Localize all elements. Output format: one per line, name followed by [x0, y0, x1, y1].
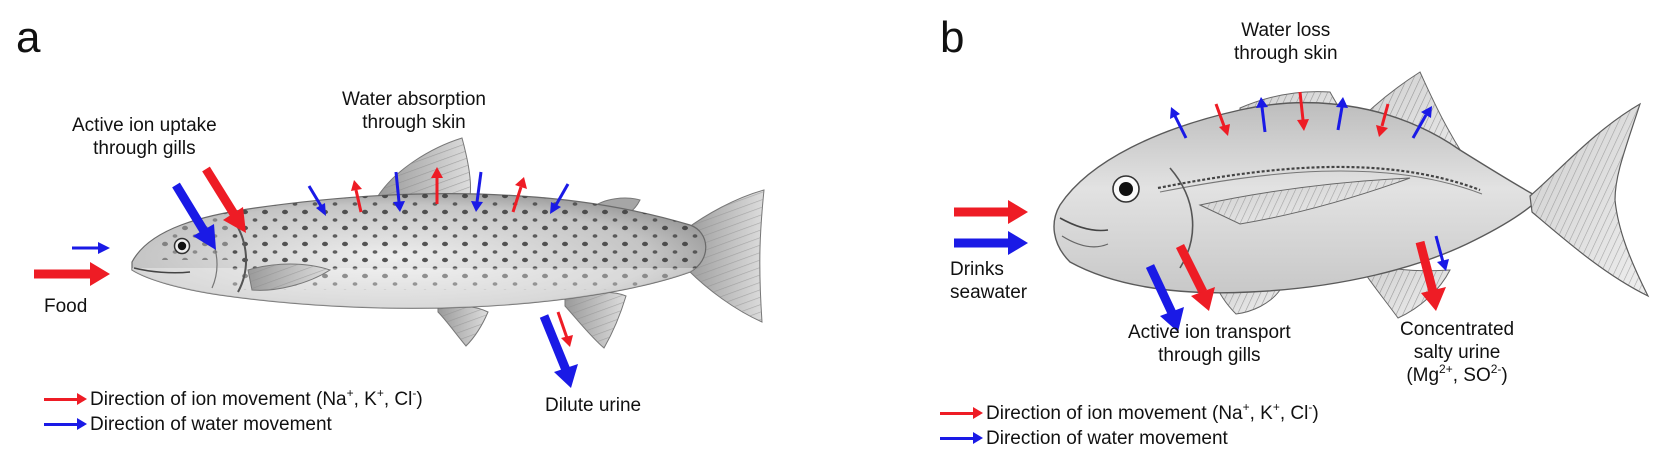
legend-water-row: Direction of water movement: [44, 412, 423, 437]
salty-urine-label: Concentrated salty urine (Mg2+, SO2-): [1400, 319, 1515, 386]
trevally-illustration: [1053, 71, 1650, 319]
ion-transport-label: Active ion transport through gills: [1128, 322, 1291, 366]
drinks-seawater-label: Drinks seawater: [950, 259, 1028, 303]
legend-water-text: Direction of water movement: [90, 413, 332, 435]
panel-a-legend: Direction of ion movement (Na+, K+, Cl-)…: [44, 387, 423, 437]
urine-ions: (Mg2+, SO2-): [1406, 362, 1508, 386]
panel-a-arrows: [34, 166, 578, 388]
red-arrow-icon: [940, 407, 983, 419]
blue-arrow-icon: [44, 418, 87, 430]
red-arrow-icon: [44, 393, 87, 405]
food-label: Food: [44, 296, 88, 317]
legend-ion-text: Direction of ion movement (Na+, K+, Cl-): [90, 385, 423, 410]
panel-b-legend: Direction of ion movement (Na+, K+, Cl-)…: [940, 401, 1319, 451]
water-absorption-label: Water absorption through skin: [342, 89, 486, 133]
legend-ion-text: Direction of ion movement (Na+, K+, Cl-): [986, 399, 1319, 424]
legend-ion-row: Direction of ion movement (Na+, K+, Cl-): [940, 401, 1319, 426]
ion-uptake-label: Active ion uptake through gills: [72, 115, 217, 159]
dilute-urine-label: Dilute urine: [545, 395, 642, 416]
panel-b-letter: b: [940, 13, 965, 62]
blue-arrow-icon: [940, 432, 983, 444]
trout-illustration: [131, 137, 765, 349]
legend-water-text: Direction of water movement: [986, 427, 1228, 449]
panel-a-letter: a: [16, 13, 41, 62]
legend-water-row: Direction of water movement: [940, 426, 1319, 451]
water-loss-label: Water loss through skin: [1234, 20, 1338, 64]
panel-b-arrows: [954, 91, 1449, 332]
legend-ion-row: Direction of ion movement (Na+, K+, Cl-): [44, 387, 423, 412]
